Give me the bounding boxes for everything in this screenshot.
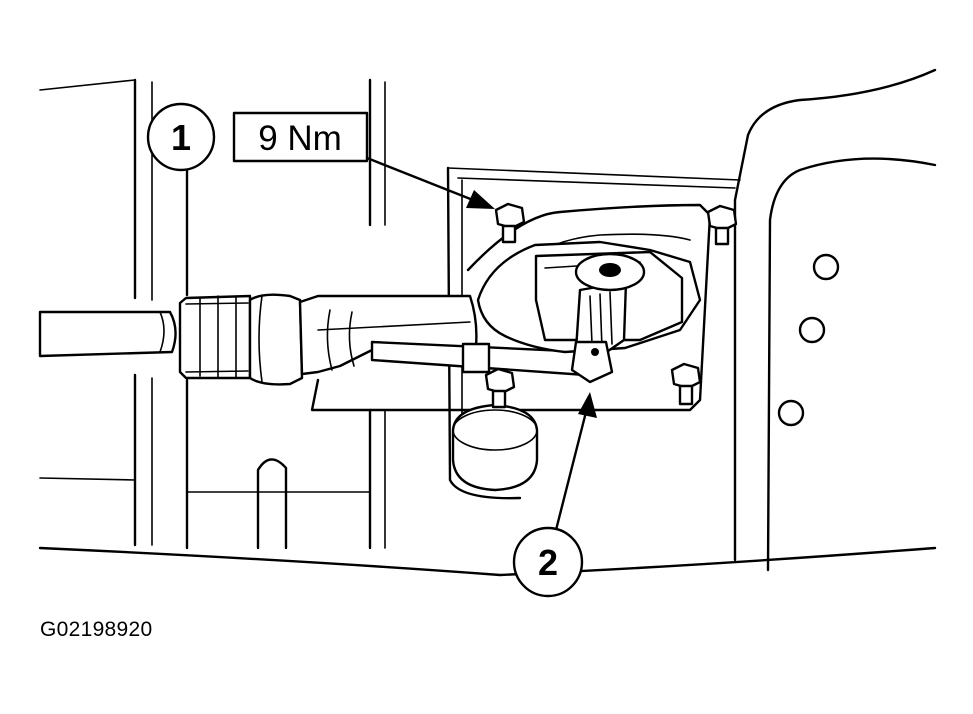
figure-id: G02198920 — [40, 618, 153, 641]
knock-sensor — [570, 252, 646, 384]
bolt-upper-right — [706, 204, 738, 246]
torque-label-box: 9 Nm — [232, 111, 369, 163]
bolt-lower-left — [484, 367, 516, 409]
callout-2: 2 — [512, 526, 584, 598]
callout-2-leader — [554, 392, 597, 532]
bolt-lower-right — [670, 362, 702, 406]
callout-1-number: 1 — [171, 117, 191, 158]
callout-1: 1 — [146, 102, 216, 172]
callout-1-leader — [365, 156, 495, 209]
callout-2-number: 2 — [538, 542, 558, 583]
torque-value: 9 Nm — [258, 119, 342, 158]
core-plug — [451, 403, 539, 492]
extension-bar — [38, 310, 177, 358]
bolt-upper-left — [494, 202, 526, 244]
engine-block-outline — [38, 68, 937, 577]
